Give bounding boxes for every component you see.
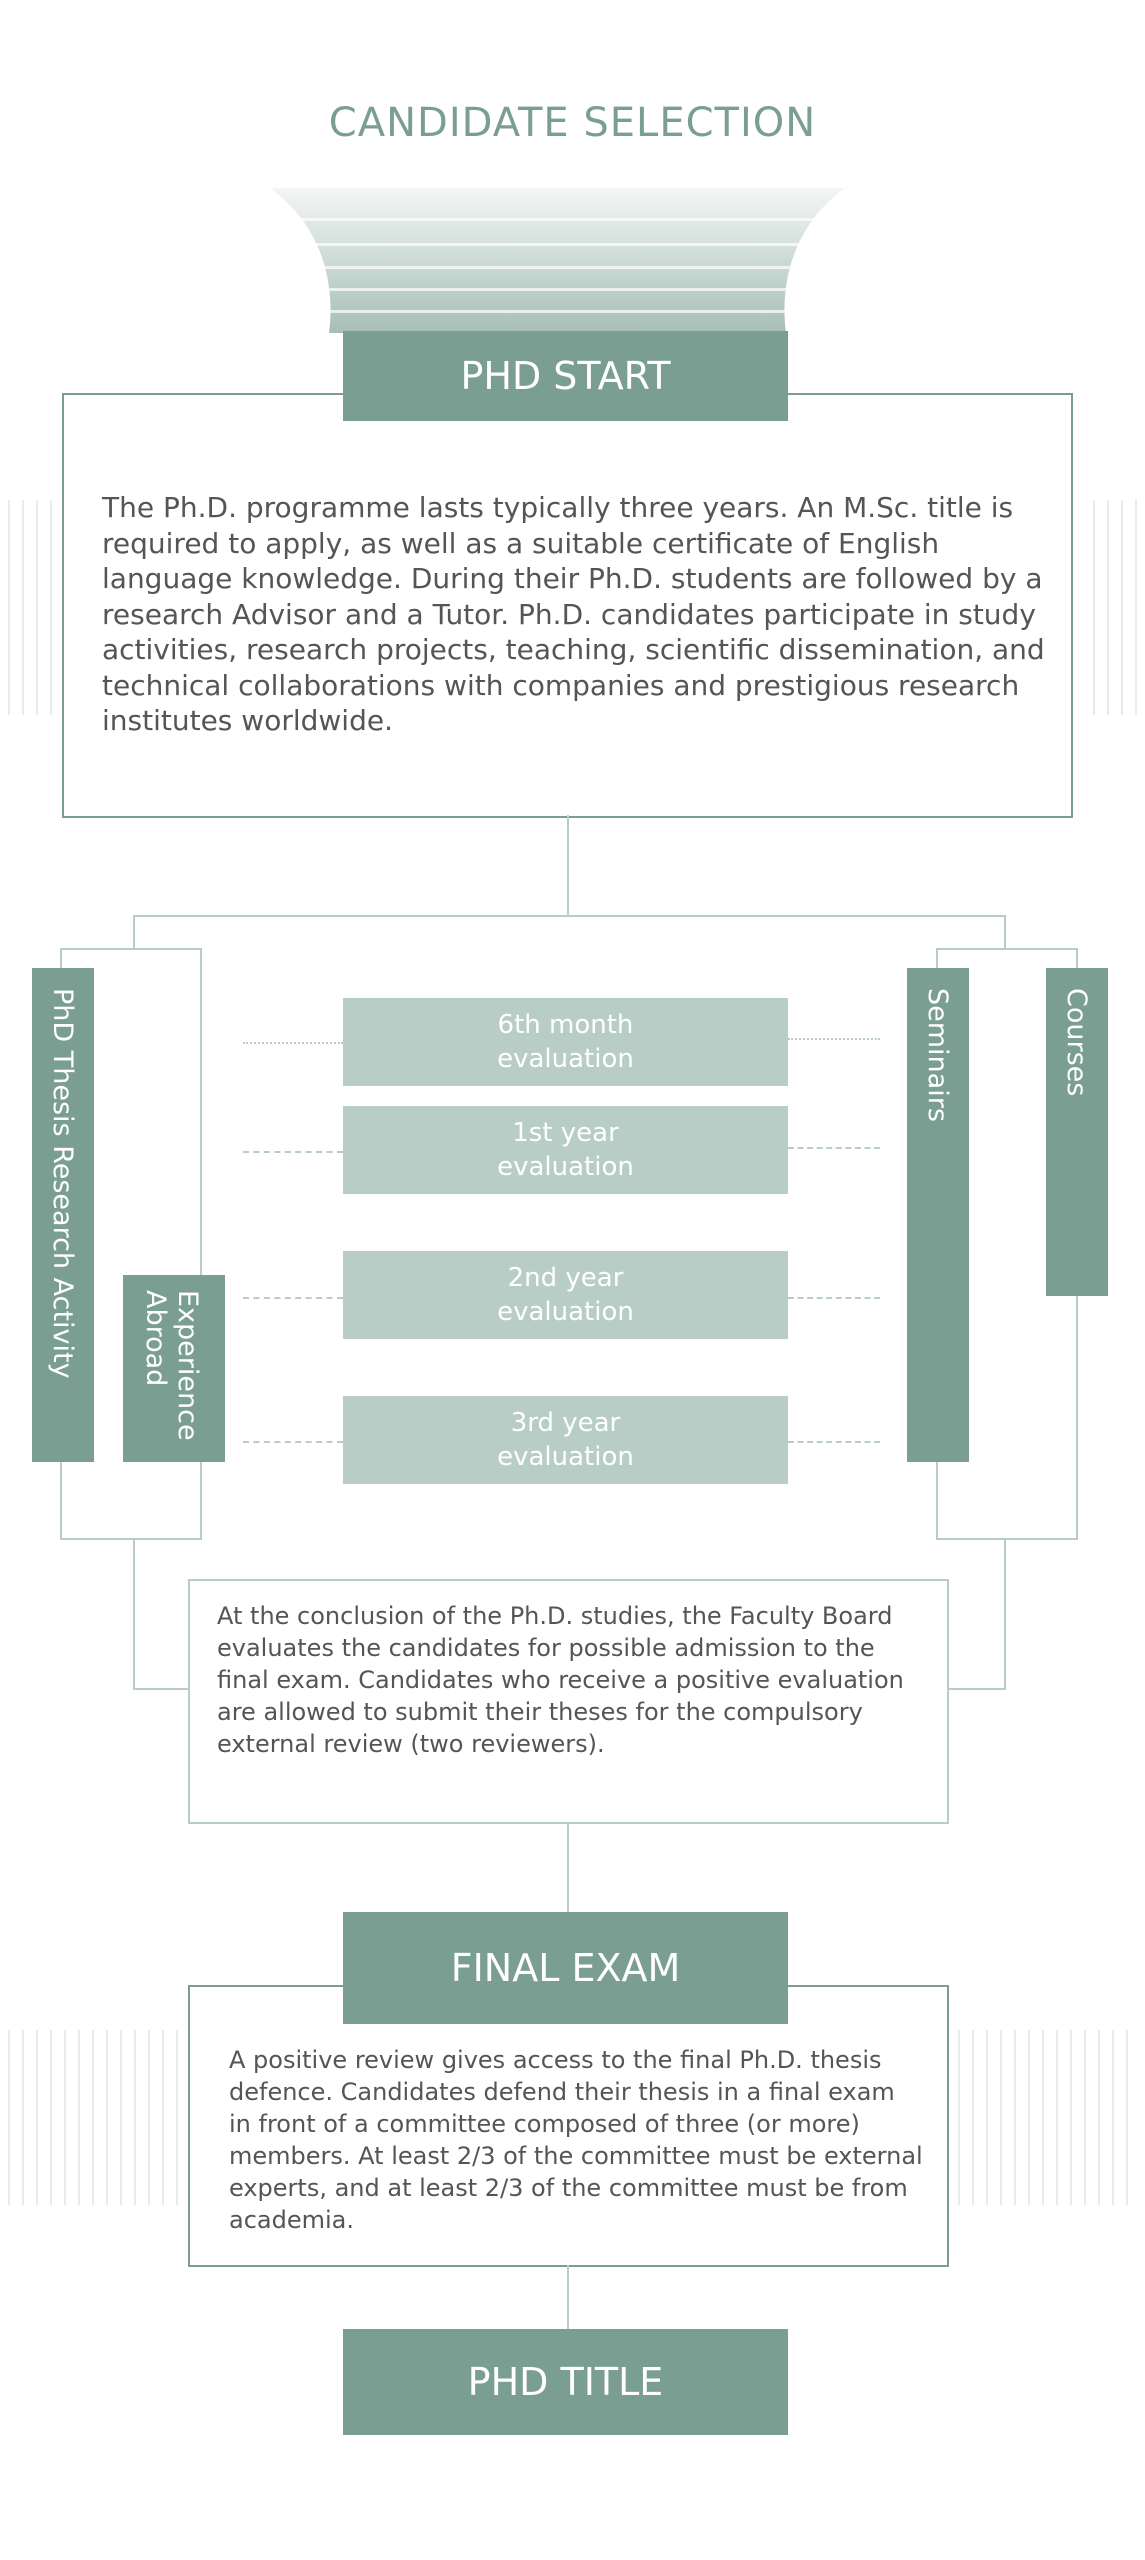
seminars-label: Seminairs xyxy=(922,988,953,1122)
phd-start-label: PHD START xyxy=(460,354,671,398)
decorative-stripes-right-top xyxy=(1085,500,1145,715)
eval-2year-line-left xyxy=(243,1297,343,1299)
eval-2nd-year: 2nd year evaluation xyxy=(343,1251,788,1339)
connector-intro-down xyxy=(567,815,569,915)
left-return-vertical xyxy=(133,1540,135,1690)
conclusion-box xyxy=(188,1579,949,1824)
research-activity-bar: PhD Thesis Research Activity xyxy=(32,968,94,1462)
right-bracket-top xyxy=(936,948,1078,950)
phd-title-label: PHD TITLE xyxy=(467,2360,664,2404)
decorative-stripes-left-top xyxy=(0,500,60,715)
connector-conclusion-down xyxy=(567,1822,569,1912)
right-return-horizontal xyxy=(947,1688,1006,1690)
phd-start-box: PHD START xyxy=(343,331,788,421)
seminars-bar: Seminairs xyxy=(907,968,969,1462)
right-bracket-bottom xyxy=(936,1538,1078,1540)
left-bracket-inner xyxy=(200,948,202,1540)
page-title: CANDIDATE SELECTION xyxy=(328,100,817,146)
connector-top-horizontal xyxy=(133,915,1006,917)
funnel-graphic xyxy=(270,188,845,333)
eval-1st-year: 1st year evaluation xyxy=(343,1106,788,1194)
decorative-stripes-left-bottom xyxy=(0,2030,190,2205)
eval-3year-line-right xyxy=(788,1441,880,1443)
eval-3year-line-left xyxy=(243,1441,343,1443)
left-return-horizontal xyxy=(133,1688,189,1690)
eval-3rd-year: 3rd year evaluation xyxy=(343,1396,788,1484)
eval-6month-line-left xyxy=(243,1042,343,1044)
left-bracket-top xyxy=(60,948,202,950)
eval-1year-line-left xyxy=(243,1151,343,1153)
connector-final-down xyxy=(567,2265,569,2329)
courses-label: Courses xyxy=(1061,988,1092,1097)
experience-abroad-label: Experience Abroad xyxy=(140,1290,203,1441)
left-bracket-bottom xyxy=(60,1538,202,1540)
courses-bar: Courses xyxy=(1046,968,1108,1296)
final-exam-box: FINAL EXAM xyxy=(343,1912,788,2024)
final-exam-label: FINAL EXAM xyxy=(450,1946,681,1990)
experience-abroad-bar: Experience Abroad xyxy=(123,1275,225,1462)
research-activity-label: PhD Thesis Research Activity xyxy=(47,988,78,1379)
conclusion-paragraph: At the conclusion of the Ph.D. studies, … xyxy=(217,1602,904,1758)
intro-paragraph: The Ph.D. programme lasts typically thre… xyxy=(102,491,1045,737)
eval-2year-line-right xyxy=(788,1297,880,1299)
eval-1year-line-right xyxy=(788,1147,880,1149)
phd-title-box: PHD TITLE xyxy=(343,2329,788,2435)
eval-6th-month: 6th month evaluation xyxy=(343,998,788,1086)
eval-6month-line-right xyxy=(788,1038,880,1040)
right-return-vertical xyxy=(1004,1540,1006,1690)
connector-right-drop xyxy=(1004,915,1006,950)
final-exam-paragraph: A positive review gives access to the fi… xyxy=(229,2046,923,2234)
decorative-stripes-right-bottom xyxy=(950,2030,1145,2205)
connector-left-drop xyxy=(133,915,135,950)
